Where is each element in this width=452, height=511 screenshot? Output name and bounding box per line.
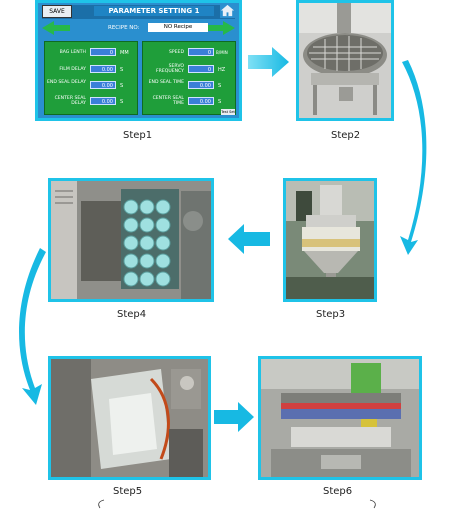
servo-frequency-field[interactable]: 0 — [188, 65, 214, 73]
step5-image-bag-forming — [48, 356, 211, 480]
end-seal-delay-unit: S — [120, 83, 124, 89]
bag-length-label: BAG LENTH — [59, 50, 86, 55]
step2-label: Step2 — [331, 130, 361, 141]
end-seal-delay-label: END SEAL DELAY — [46, 80, 86, 85]
step3-label: Step3 — [316, 309, 346, 320]
film-delay-unit: S — [120, 67, 124, 73]
speed-field[interactable]: 0 — [188, 48, 214, 56]
recipe-field[interactable]: NO Recipe — [148, 23, 208, 32]
arrow-step2-to-step3 — [400, 60, 427, 255]
recipe-label: RECIPE NO: — [108, 25, 140, 31]
step4-label: Step4 — [117, 309, 147, 320]
center-seal-delay-field[interactable]: 0.00 — [90, 97, 116, 105]
end-seal-time-field[interactable]: 0.00 — [188, 81, 214, 89]
bottom-bracket-right — [369, 499, 376, 509]
step4-image-film-roll — [48, 178, 214, 302]
save-button[interactable]: SAVE — [42, 5, 72, 18]
center-seal-time-field[interactable]: 0.00 — [188, 97, 214, 105]
center-seal-time-unit: S — [218, 99, 222, 105]
home-icon[interactable] — [220, 3, 235, 18]
bag-length-unit: MM — [120, 50, 129, 56]
step2-image-mixing-hopper — [296, 0, 394, 121]
bottom-bracket — [98, 499, 105, 509]
end-seal-delay-field[interactable]: 0.00 — [90, 81, 116, 89]
step1-image-hmi-screen: SAVE PARAMETER SETTING 1 RECIPE NO: NO R… — [35, 0, 242, 121]
arrow-step3-to-step4 — [228, 224, 270, 254]
speed-label: SPEED — [168, 50, 184, 55]
step6-label: Step6 — [323, 486, 353, 497]
step3-image-auger-filler — [283, 178, 377, 302]
center-seal-delay-unit: S — [120, 99, 124, 105]
film-delay-field[interactable]: 0.00 — [90, 65, 116, 73]
end-seal-time-unit: S — [218, 83, 222, 89]
film-delay-label: FILM DELAY — [59, 67, 86, 72]
arrow-step1-to-step2 — [248, 47, 289, 77]
servo-frequency-label: SERVO FREQUENCY — [156, 64, 184, 74]
step6-image-sealing-cutting — [258, 356, 422, 480]
speed-unit: B/MIN — [216, 50, 228, 55]
center-seal-time-label: CENTER SEAL TIME — [152, 96, 184, 106]
servo-frequency-unit: HZ — [218, 67, 226, 73]
bag-length-field[interactable]: 0 — [90, 48, 116, 56]
hmi-title: PARAMETER SETTING 1 — [94, 6, 214, 16]
arrow-step4-to-step5 — [19, 248, 46, 405]
arrow-left-icon[interactable] — [42, 21, 70, 35]
arrow-step5-to-step6 — [214, 402, 254, 432]
step1-label: Step1 — [123, 130, 153, 141]
arrow-right-icon[interactable] — [207, 21, 235, 35]
step5-label: Step5 — [113, 486, 143, 497]
test-set-button[interactable]: Test Set — [221, 109, 235, 115]
end-seal-time-label: END SEAL TIME — [148, 80, 184, 85]
center-seal-delay-label: CENTER SEAL DELAY — [54, 96, 86, 106]
